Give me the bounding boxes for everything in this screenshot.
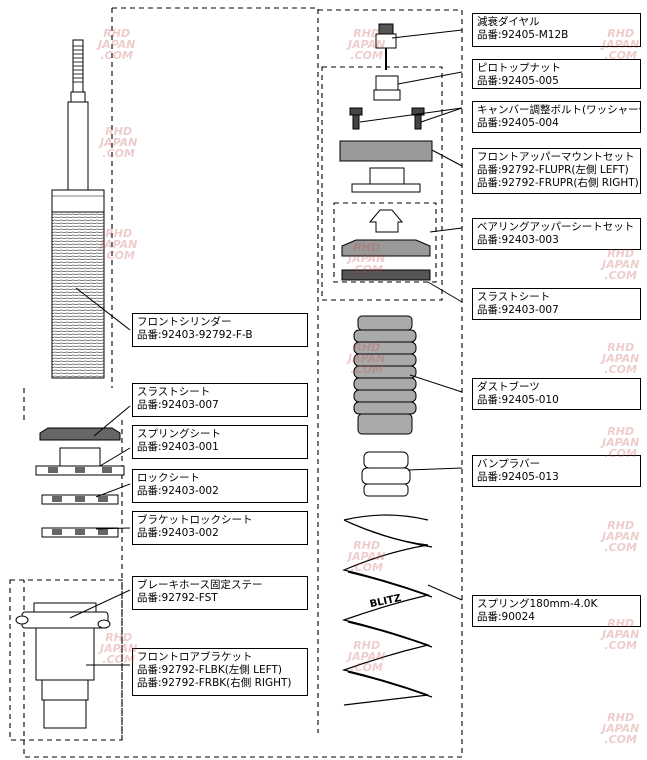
pillow-top-nut-part [373,75,401,101]
left-assembly-frame [111,7,319,733]
thrust-seat-left-part [39,427,121,441]
group-frames [9,7,463,758]
spring-part [341,514,433,706]
front-lower-bracket-part [15,602,111,729]
upper-mount-part [339,140,433,193]
leader-lines [69,29,463,666]
brand-logo: BLITZ [369,593,402,610]
label-thrust-seat-right: スラストシート品番:92403-007 [472,288,641,320]
label-thrust-seat-left: スラストシート品番:92403-007 [132,383,308,417]
label-front-lower-bracket: フロントロアブラケット品番:92792-FLBK(左側 LEFT)品番:9279… [132,648,308,696]
bracket-lock-seat-part [41,527,119,538]
label-brake-hose-stay: ブレーキホース固定ステー品番:92792-FST [132,576,308,610]
label-bump-rubber: バンプラバー品番:92405-013 [472,455,641,487]
label-dust-boot: ダストブーツ品番:92405-010 [472,378,641,410]
label-damper-dial: 減衰ダイヤル品番:92405-M12B [472,13,641,47]
camber-bolt-part [349,107,425,130]
front-cylinder-part [51,39,105,379]
label-pillow-top-nut: ピロトップナット品番:92405-005 [472,59,641,89]
bracket-frame [9,579,123,741]
bearing-frame [333,202,437,283]
lock-seat-part [41,494,119,505]
bump-rubber-part [361,451,411,497]
bearing-upper-seat-part [341,209,431,257]
label-upper-mount-set: フロントアッパーマウントセット品番:92792-FLUPR(左側 LEFT)品番… [472,148,641,194]
right-assembly-frame [23,9,463,758]
label-front-cylinder: フロントシリンダー品番:92403-92792-F-B [132,313,308,347]
label-camber-bolt: キャンバー調整ボルト(ワッシャー付)品番:92405-004 [472,101,641,133]
damper-dial-part [375,23,397,70]
label-lock-seat: ロックシート品番:92403-002 [132,469,308,503]
label-spring-seat: スプリングシート品番:92403-001 [132,425,308,459]
label-bearing-upper-seat-set: ベアリングアッパーシートセット品番:92403-003 [472,218,641,250]
dust-boot-part [353,315,417,435]
thrust-seat-right-part [341,269,431,281]
spring-seat-part [35,447,125,476]
upper-mount-frame [321,66,443,301]
label-bracket-lock-seat: ブラケットロックシート品番:92403-002 [132,511,308,545]
